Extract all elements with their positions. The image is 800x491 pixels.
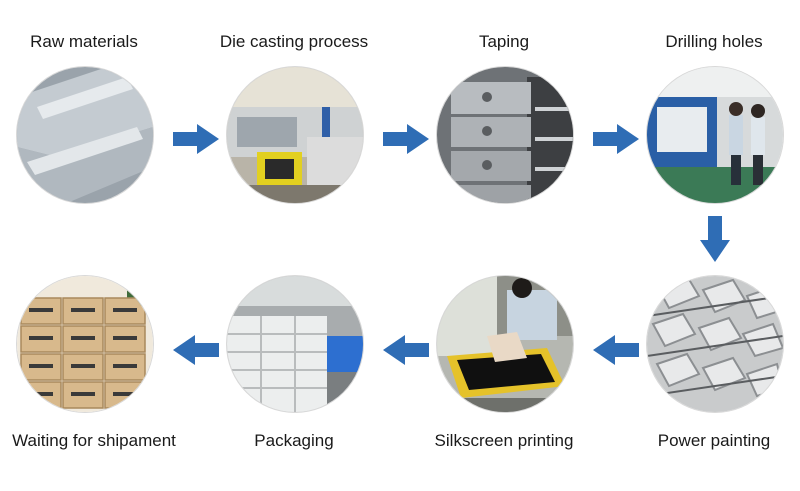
factory-machines-photo — [227, 67, 363, 203]
step-label-taping: Taping — [478, 32, 530, 51]
arrow-right-icon — [173, 124, 219, 154]
metal-boxes-photo — [437, 67, 573, 203]
step-label-drilling-holes: Drilling holes — [665, 32, 763, 51]
screen-printing-photo — [437, 276, 573, 412]
arrow-right-icon — [593, 124, 639, 154]
white-boxes-photo — [227, 276, 363, 412]
cartons-pallet-photo — [17, 276, 153, 412]
step-label-raw-materials: Raw materials — [30, 32, 138, 51]
step-label-silkscreen: Silkscreen printing — [434, 431, 574, 450]
step-label-die-casting: Die casting process — [219, 32, 369, 51]
arrow-left-icon — [383, 335, 429, 365]
arrow-left-icon — [173, 335, 219, 365]
painting-rack-photo — [647, 276, 783, 412]
step-label-packaging: Packaging — [254, 431, 334, 450]
workers-machine-photo — [647, 67, 783, 203]
arrow-right-icon — [383, 124, 429, 154]
arrow-down-icon — [700, 216, 730, 262]
arrow-left-icon — [593, 335, 639, 365]
step-label-waiting-shipment: Waiting for shipament — [12, 431, 176, 450]
aluminum-bars-photo — [17, 67, 153, 203]
step-label-power-painting: Power painting — [657, 431, 771, 450]
